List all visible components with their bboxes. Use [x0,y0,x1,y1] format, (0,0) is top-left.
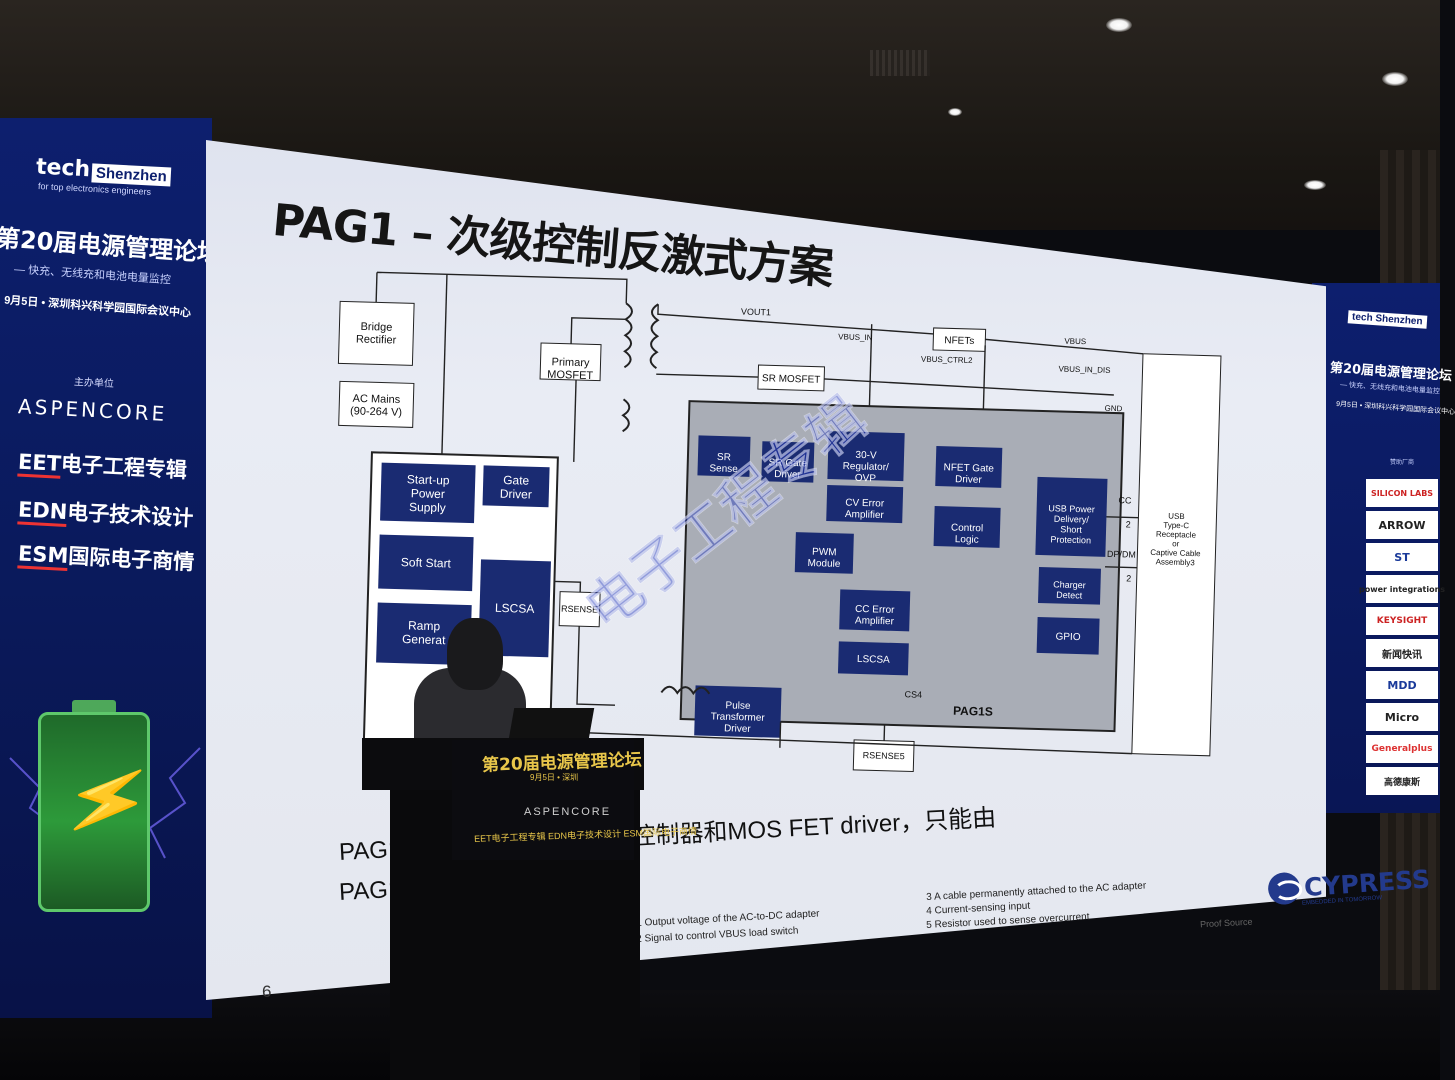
label-vbus-ctrl: VBUS_CTRL2 [921,355,973,365]
label-primary: PrimaryMOSFET [547,356,594,382]
soft-start-box [378,534,474,592]
brand-name: 电子工程专辑 [60,451,188,483]
brand-esm: ESM国际电子商情 [17,537,195,576]
nfets-box [932,327,987,352]
label-nfet-gate: NFET GateDriver [943,462,994,486]
label-ac-mains: AC Mains(90-264 V) [350,393,403,419]
brand-acronym: EDN [17,497,68,527]
ceiling-light [1304,180,1326,190]
ceiling-light [1382,72,1408,86]
label-pwm: PWMModule [807,547,841,570]
label-usb-pd: USB PowerDelivery/ShortProtection [1047,503,1095,545]
label-cv-error: CV ErrorAmplifier [845,498,885,522]
label-charger: ChargerDetect [1053,579,1086,600]
sponsor-logo: MDD [1366,671,1438,699]
brand-name: 国际电子商情 [67,544,195,575]
sponsor-logo: 高德康斯 [1366,767,1438,795]
label-lscsa-left: LSCSA [495,601,535,616]
brand-name: 电子技术设计 [66,500,194,531]
label-pag1s: PAG1S [953,704,993,719]
usb-receptacle-box [1131,353,1222,757]
label-soft-start: Soft Start [401,555,452,570]
sponsor-logo: Micro [1366,703,1438,731]
label-vout: VOUT1 [741,307,771,318]
right-led-panel: tech Shenzhen 第20届电源管理论坛 — 快充、无线充和电池电量监控… [1312,283,1455,813]
label-dp-dm: DP/DM [1107,549,1136,560]
battery-cap [72,700,116,714]
ceiling-vent [870,50,930,76]
label-gpio: GPIO [1055,631,1081,643]
organizer-logo: ASPENCORE [17,394,168,426]
label-bridge: BridgeRectifier [356,321,397,347]
label-vbus-in-dis: VBUS_IN_DIS [1058,364,1110,374]
logo-city: Shenzhen [91,163,172,187]
label-startup: Start-upPowerSupply [406,472,450,515]
podium-date: 9月5日 • 深圳 [530,773,579,782]
label-lscsa-right: LSCSA [857,654,890,666]
startup-box [380,462,476,524]
label-usb-receptacle: USBType-CReceptacleorCaptive CableAssemb… [1150,511,1202,567]
sponsor-logo: ST [1366,543,1438,571]
floor [0,990,1440,1080]
label-regulator: 30-VRegulator/OVP [842,449,889,484]
organizer-label: 主办单位 [73,376,115,391]
label-vbus-in: VBUS_IN [838,332,873,342]
tech-shenzhen-logo: tech Shenzhen [1347,310,1427,329]
podium-panel [452,740,634,860]
speaker-head [447,618,503,690]
label-control-logic: ControlLogic [950,522,983,545]
brand-acronym: ESM [17,541,69,571]
label-nfets: NFETs [944,335,974,347]
page-number: 6 [262,982,272,1001]
label-ramp: RampGenerat [402,618,447,647]
label-cs: CS4 [905,689,923,699]
brand-acronym: EET [17,449,62,479]
sponsor-logo: SILICON LABS [1366,479,1438,507]
sponsor-logo: 新闻快讯 [1366,639,1438,667]
proof-source: Proof Source [1199,916,1253,930]
label-pulse: PulseTransformerDriver [710,700,766,736]
label-cc-bus: CC [1118,495,1132,505]
sponsor-logo: KEYSIGHT [1366,607,1438,635]
label-cc-bus-n: 2 [1126,519,1131,529]
label-dp-dm-n: 2 [1126,573,1131,583]
label-sr-gate: SR GateDriver [768,457,807,481]
battery-graphic [38,712,150,912]
label-rsense-bottom: RSENSE5 [863,750,905,761]
gate-driver-box [482,465,550,508]
label-gnd: GND [1104,404,1122,413]
forum-subtitle: — 快充、无线充和电池电量监控 [13,263,172,287]
sponsor-logo: power integrations [1359,575,1445,603]
forum-date: 9月5日 • 深圳科兴科学园国际会议中心 [3,294,192,320]
sponsor-label: 赞助厂商 [1390,460,1415,466]
brand-edn: EDN电子技术设计 [17,493,194,532]
label-vbus: VBUS [1064,337,1086,347]
label-rsense-left: RSENSE [561,604,598,615]
pag1s-block [679,400,1125,733]
cypress-mark-icon [1267,871,1302,906]
ceiling-light [1106,18,1132,32]
label-cc-error: CC ErrorAmplifier [855,604,896,628]
label-sr-mosfet: SR MOSFET [762,373,821,386]
sponsor-list: SILICON LABS ARROW ST power integrations… [1359,479,1445,799]
label-gate-driver: GateDriver [500,473,533,502]
logo-tech-word: tech [35,154,91,183]
podium-organizer: ASPENCORE [524,806,612,818]
ceiling-light [948,108,962,116]
bridge-box [337,300,415,366]
brand-eet: EET电子工程专辑 [17,446,187,485]
ac-mains-box [338,380,415,428]
forum-date: 9月5日 • 深圳科兴科学园国际会议中心 [1335,400,1455,417]
sponsor-logo: Generalplus [1366,735,1438,763]
sponsor-logo: ARROW [1366,511,1438,539]
label-sr-sense: SRSense [709,452,738,475]
